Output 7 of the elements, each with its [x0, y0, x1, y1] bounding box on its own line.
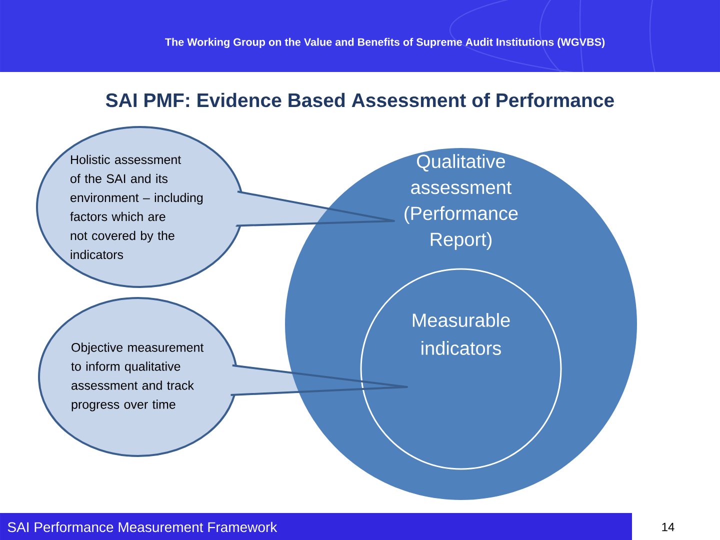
slide-title: SAI PMF: Evidence Based Assessment of Performance [106, 92, 614, 108]
callout-pointer [230, 364, 408, 396]
speech-bubble: Holistic assessment of the SAI and its environment – including factors which are not covered by the indicators [36, 126, 244, 288]
page-number: 14 [662, 522, 674, 532]
speech-bubble: Objective measurement to inform qualitative assessment and track progress over time [38, 297, 238, 457]
header-banner: The Working Group on the Value and Benefits of Supreme Audit Institutions (WGVBS) [0, 0, 720, 72]
footer-bar: SAI Performance Measurement Framework [0, 512, 632, 540]
